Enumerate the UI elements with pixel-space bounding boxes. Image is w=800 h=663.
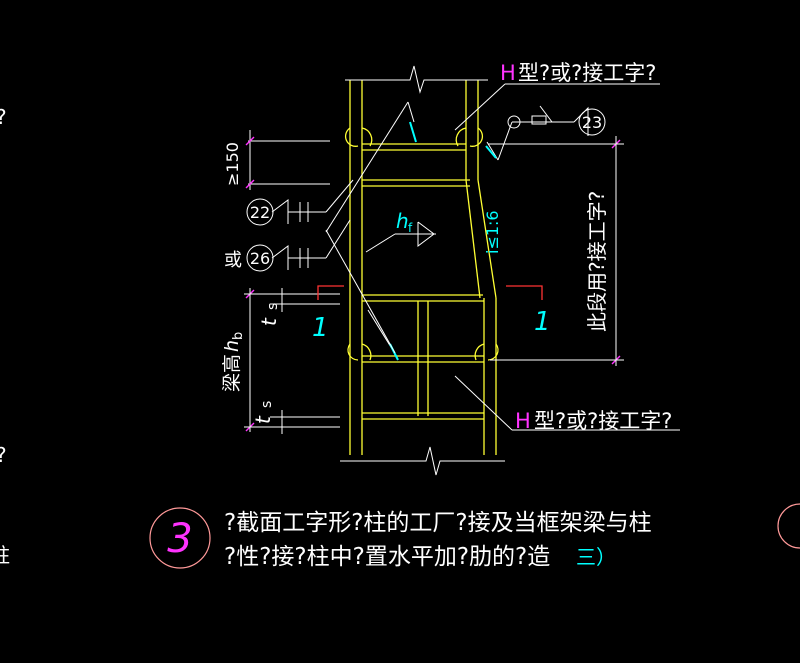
- ts-bottom-symbol: t: [251, 415, 275, 424]
- caption-number: 3: [167, 516, 192, 562]
- dimension-right: [488, 136, 624, 366]
- weld-22-number: 22: [250, 203, 270, 222]
- weld-23-number: 23: [582, 113, 602, 132]
- beam-height-subscript: b: [231, 332, 246, 340]
- left-edge-fragment-2: ?: [0, 443, 7, 467]
- ts-top-symbol: t: [257, 317, 281, 326]
- beam-height-symbol: h: [221, 340, 243, 352]
- caption-line-2: ?性?接?柱中?置水平加?肋的?造: [224, 544, 550, 570]
- beam-height-label: 梁高 h b: [221, 332, 246, 392]
- section-cut-marks: [317, 285, 543, 300]
- leader-lines: [300, 83, 680, 431]
- break-lines: [340, 65, 505, 476]
- hf-symbol: h: [396, 209, 409, 233]
- dimension-beam-height: [244, 288, 340, 434]
- right-vertical-text: 此段用?接工字?: [585, 191, 609, 332]
- column-outline: [349, 80, 497, 455]
- weld-symbol-hf: [417, 221, 435, 247]
- caption-line-1: ?截面工字形?柱的工厂?接及当框架梁与柱: [224, 510, 652, 536]
- section-mark-right: 1: [534, 307, 551, 337]
- h-label-bottom: H 型?或?接工字?: [515, 409, 672, 433]
- dimension-ticks: [245, 136, 621, 432]
- slope-text: i≤1:6: [483, 210, 502, 254]
- caption-line-2-tail: 三）: [576, 545, 616, 569]
- beam-height-text: 梁高: [221, 354, 243, 392]
- hf-subscript: f: [408, 221, 413, 235]
- h-letter-bottom: H: [515, 409, 531, 433]
- h-section-bottom-text: 型?或?接工字?: [534, 409, 672, 433]
- caption-number-circle: [149, 507, 211, 569]
- left-edge-fragment-3: 柱: [0, 543, 10, 567]
- weld-symbol-22: [246, 198, 312, 226]
- dimension-150-text: ≥150: [223, 142, 242, 186]
- or-label: 或: [224, 250, 242, 271]
- weld-tips: [389, 121, 497, 361]
- h-letter-top: H: [500, 61, 516, 85]
- section-mark-left: 1: [312, 313, 329, 343]
- weld-fillets: [344, 127, 499, 361]
- right-edge-circle-fragment: [777, 503, 800, 549]
- ts-top-subscript: s: [265, 303, 281, 310]
- h-section-top-text: 型?或?接工字?: [518, 61, 656, 85]
- left-edge-fragment-1: ?: [0, 105, 7, 129]
- weld-symbol-26: [246, 244, 312, 272]
- weld-symbol-23: [507, 105, 606, 136]
- ts-bottom-subscript: s: [259, 401, 275, 408]
- weld-26-number: 26: [250, 249, 270, 268]
- dimension-150: [248, 130, 330, 190]
- h-label-top: H 型?或?接工字?: [500, 61, 656, 85]
